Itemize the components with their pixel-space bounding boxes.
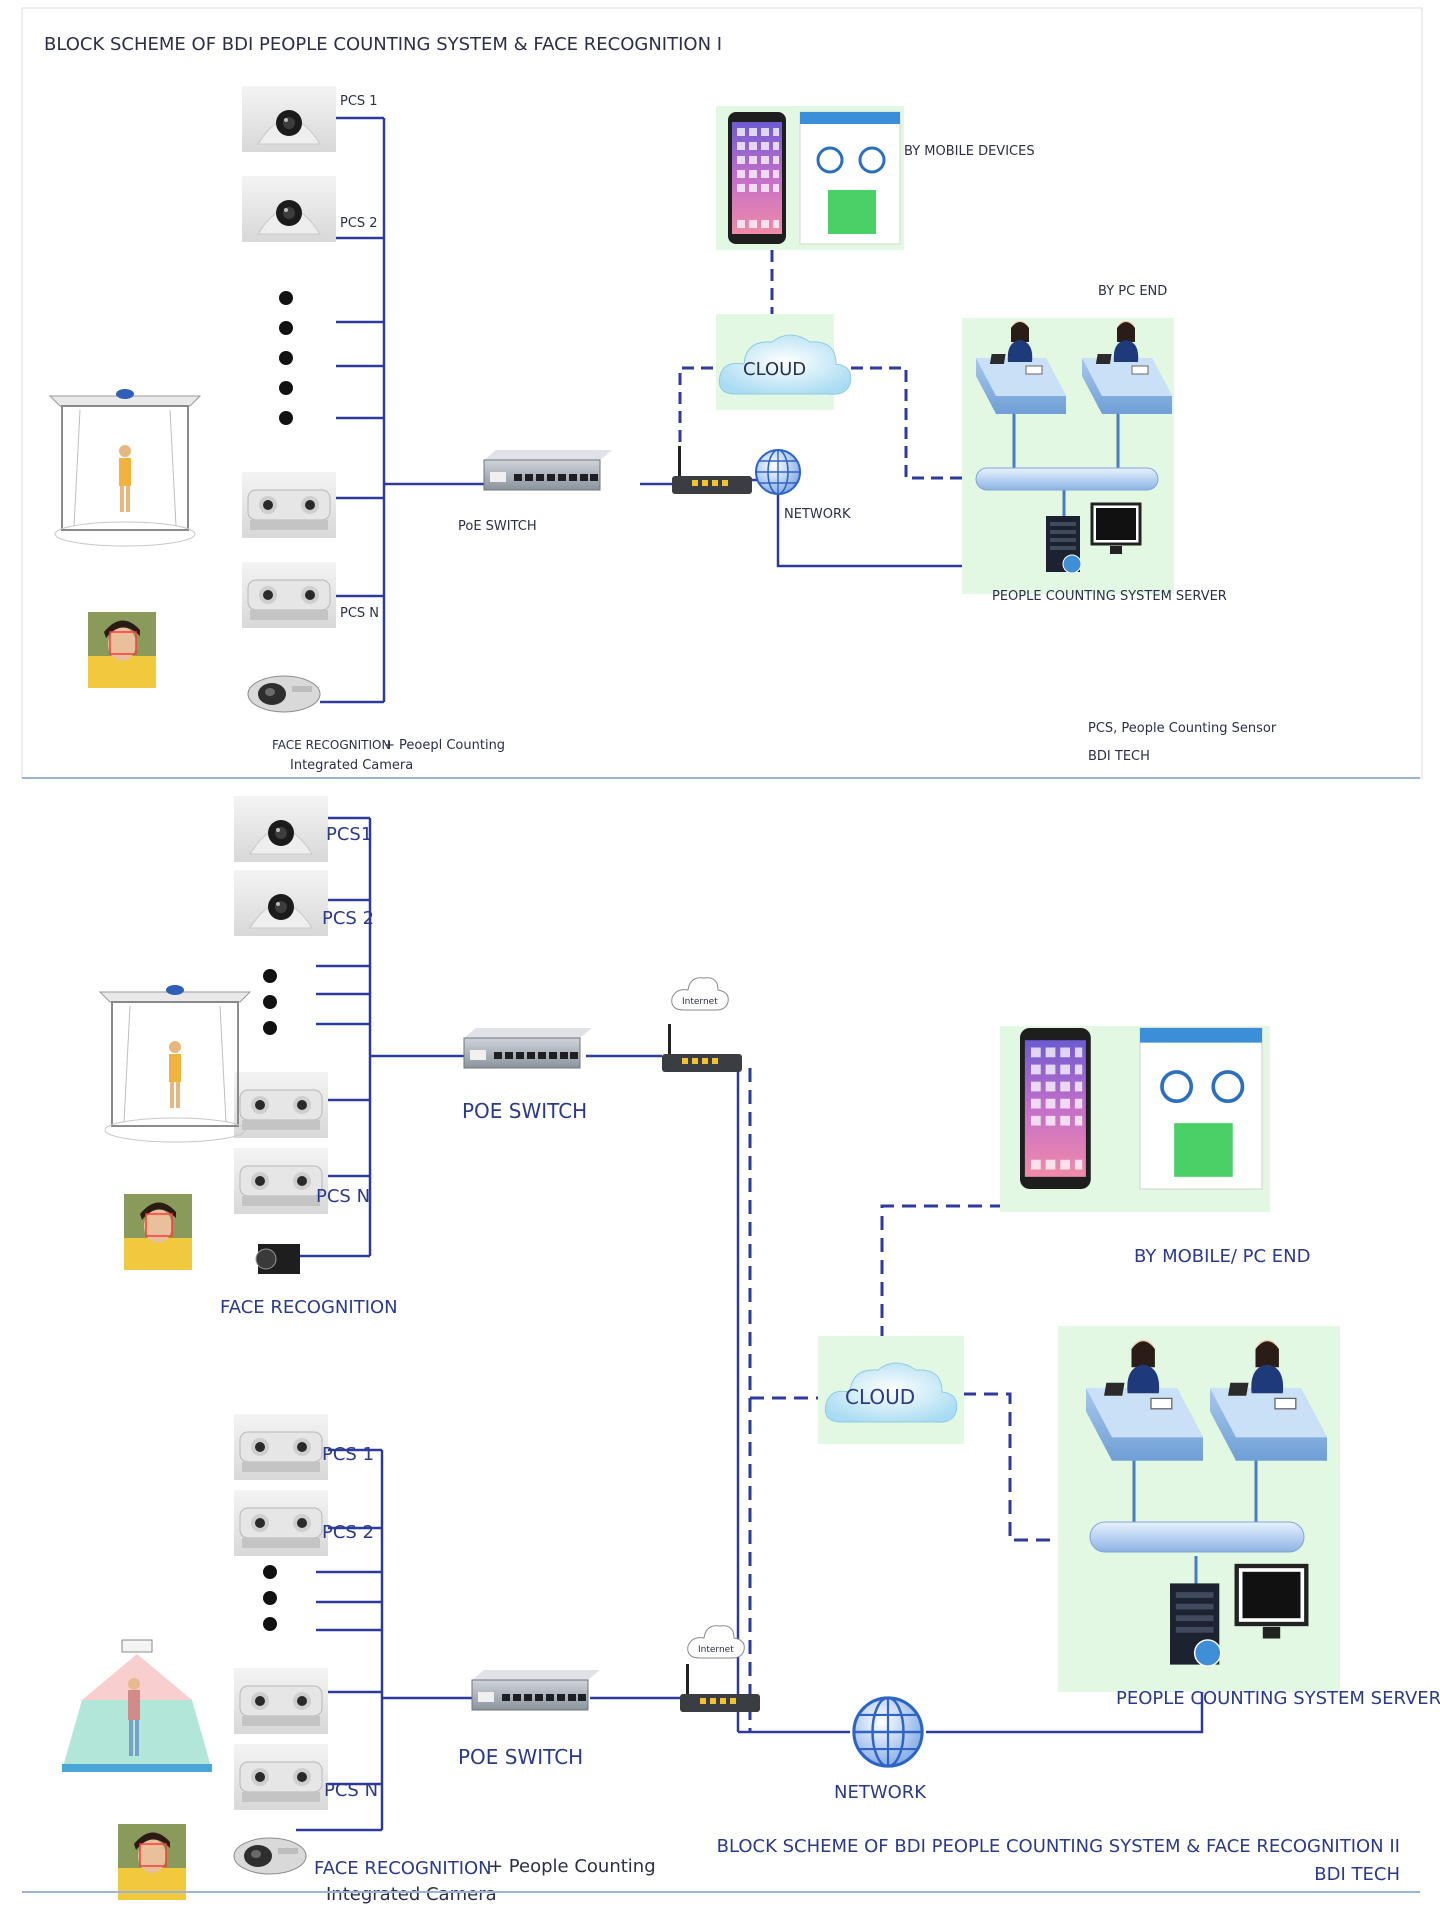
sensor2-pcs1-bottom <box>233 1413 329 1481</box>
network-globe-icon-2 <box>852 1696 924 1768</box>
label2-poe-switch-bottom: POE SWITCH <box>458 1745 583 1769</box>
sensor2-pcs1 <box>233 795 329 863</box>
face-photo-3 <box>117 1823 187 1901</box>
sensor2-ellipsis-bottom <box>263 1565 277 1631</box>
face-photo <box>87 611 157 689</box>
label2-internet-top: Internet <box>682 997 718 1007</box>
sensor-pcs-n <box>241 561 337 629</box>
sensor2-pcs2 <box>233 869 329 937</box>
diagram-two-brand: BDI TECH <box>1314 1864 1400 1885</box>
diagram-two: PCS1 PCS 2 PCS N FACE RECOGNITION POE SW… <box>22 795 1440 1905</box>
caption2-integrated: Integrated Camera <box>326 1884 497 1905</box>
face-recognition-camera <box>247 675 321 713</box>
label-poe-switch: PoE SWITCH <box>458 519 537 534</box>
label-server: PEOPLE COUNTING SYSTEM SERVER <box>992 589 1227 604</box>
router-bottom <box>680 1664 760 1712</box>
caption-face-recognition: FACE RECOGNITION <box>272 738 390 752</box>
diagram-two-cloud-links <box>748 1068 1092 1732</box>
mobile-phone-2 <box>1020 1028 1091 1190</box>
label-pcs-n: PCS N <box>340 606 379 621</box>
internet-cloud-top: Internet <box>671 977 729 1011</box>
router-top <box>662 1024 742 1072</box>
poe-switch-device <box>483 449 613 491</box>
lan-bus-2 <box>1089 1521 1305 1553</box>
sensor-ellipsis <box>279 291 293 425</box>
label-pcs-2: PCS 2 <box>340 216 378 231</box>
lan-bus <box>975 467 1159 491</box>
label2-internet-bottom: Internet <box>698 1645 734 1655</box>
sensor2-pcs2-bottom <box>233 1489 329 1557</box>
sensor2-binocular-bottom <box>233 1667 329 1735</box>
pc-desk-links-2 <box>1132 1456 1258 1588</box>
sensor2-ellipsis-top <box>263 969 277 1035</box>
label2-pcs1-bottom: PCS 1 <box>322 1444 374 1465</box>
entrance-gate-illustration-2 <box>99 984 251 1143</box>
mobile-dashboard-2 <box>1138 1026 1264 1191</box>
label2-pcs2-bottom: PCS 2 <box>322 1522 374 1543</box>
sensor2-pcsn-top <box>233 1147 329 1215</box>
diagram-one-title: BLOCK SCHEME OF BDI PEOPLE COUNTING SYST… <box>44 34 722 55</box>
sensor-pcs-2 <box>241 175 337 243</box>
label-pcs-1: PCS 1 <box>340 94 378 109</box>
label-network: NETWORK <box>784 507 851 522</box>
poe-switch-bottom <box>471 1669 601 1711</box>
face-photo-2 <box>123 1193 193 1271</box>
label2-server: PEOPLE COUNTING SYSTEM SERVER <box>1116 1688 1440 1709</box>
sensor-pcs-1 <box>241 85 337 153</box>
label2-network: NETWORK <box>834 1782 927 1803</box>
label2-pcs1: PCS1 <box>326 824 372 845</box>
brand-label: BDI TECH <box>1088 749 1150 764</box>
diagram-two-title: BLOCK SCHEME OF BDI PEOPLE COUNTING SYST… <box>717 1836 1400 1857</box>
sensor2-binocular-top <box>233 1071 329 1139</box>
label2-face-recognition: FACE RECOGNITION <box>220 1297 398 1318</box>
label2-cloud: CLOUD <box>845 1385 915 1409</box>
legend-pcs: PCS, People Counting Sensor <box>1088 721 1277 736</box>
sensor2-pcsn-bottom <box>233 1743 329 1811</box>
overhead-counting-zone <box>61 1639 213 1773</box>
cloud-links <box>678 250 976 480</box>
label-by-pc: BY PC END <box>1098 284 1167 299</box>
poe-switch-top <box>463 1027 593 1069</box>
caption2-plus-counting: + People Counting <box>488 1856 656 1877</box>
label2-poe-switch-top: POE SWITCH <box>462 1099 587 1123</box>
face-counting-camera-bottom <box>233 1837 307 1875</box>
mobile-phone <box>728 112 786 244</box>
label2-pcs2: PCS 2 <box>322 908 374 929</box>
diagram-one: BLOCK SCHEME OF BDI PEOPLE COUNTING SYST… <box>21 7 1423 779</box>
label-cloud: CLOUD <box>743 359 806 380</box>
label2-by-mobile-pc: BY MOBILE/ PC END <box>1134 1246 1310 1267</box>
label-by-mobile: BY MOBILE DEVICES <box>904 144 1035 159</box>
mobile-dashboard <box>798 110 902 246</box>
caption-plus-counting: + Peoepl Counting <box>384 738 505 753</box>
face-recognition-box-camera <box>255 1244 300 1274</box>
sensor-pcs-binocular <box>241 471 337 539</box>
caption2-face-recognition: FACE RECOGNITION <box>314 1858 492 1879</box>
internet-cloud-bottom: Internet <box>687 1625 745 1659</box>
label2-pcsn-bottom: PCS N <box>324 1780 378 1801</box>
network-globe-icon <box>755 449 801 495</box>
sensor-backbone <box>320 116 1046 704</box>
label2-pcsn-top: PCS N <box>316 1186 370 1207</box>
caption-integrated: Integrated Camera <box>290 758 413 773</box>
